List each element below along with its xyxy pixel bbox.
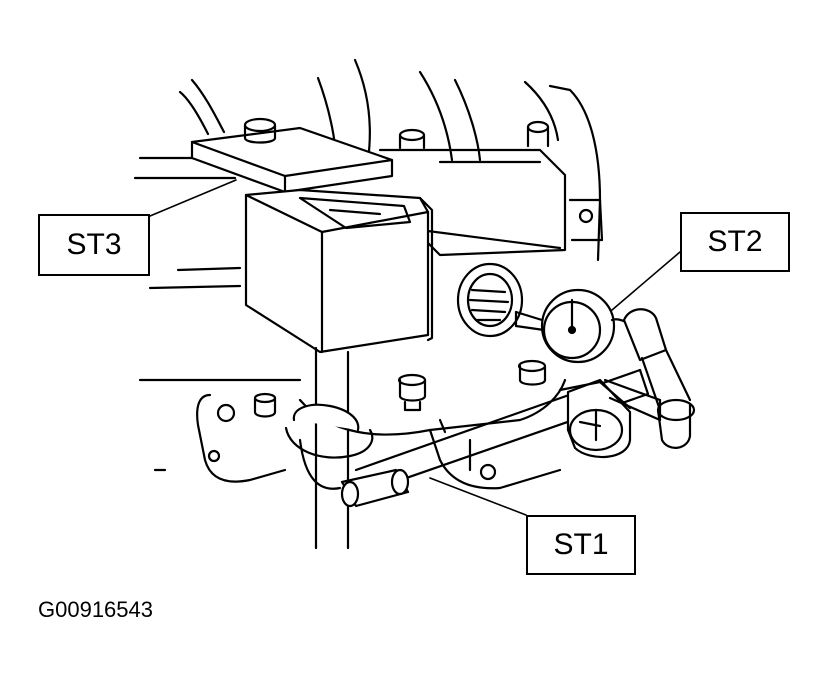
callout-st3-label: ST3 xyxy=(66,228,122,261)
callout-st2-label: ST2 xyxy=(707,225,763,258)
callout-st1-label: ST1 xyxy=(553,528,609,561)
figure-id: G00916543 xyxy=(38,597,153,622)
st2-leader-line xyxy=(611,251,681,311)
st1-magnetic-stand xyxy=(284,368,662,508)
st1-leader-line xyxy=(429,477,527,516)
bolt-hole-icon xyxy=(216,403,236,423)
st2-dial-gauge xyxy=(514,288,696,449)
leader-lines xyxy=(149,179,681,516)
callout-st3: ST3 xyxy=(38,214,150,276)
callout-st2: ST2 xyxy=(680,212,790,272)
st3-tool xyxy=(190,117,434,550)
callout-st1: ST1 xyxy=(526,515,636,575)
engine-block xyxy=(133,58,604,490)
st3-leader-line xyxy=(149,179,237,217)
